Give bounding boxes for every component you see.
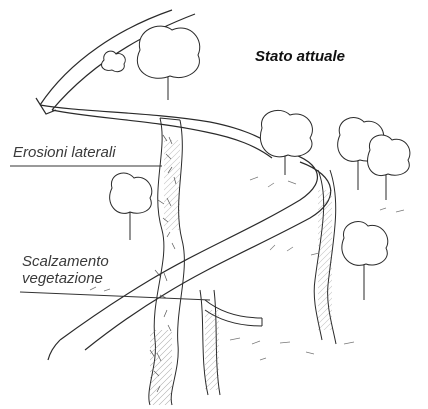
gully-hatching-upper xyxy=(164,140,180,230)
label-vegetation-undercutting: Scalzamento vegetazione xyxy=(22,253,109,288)
tree xyxy=(102,51,126,71)
tree xyxy=(137,26,199,100)
label-undercutting-line1: Scalzamento xyxy=(22,253,109,270)
right-gully-hatching xyxy=(318,190,332,330)
tree xyxy=(368,135,410,200)
side-channel-hatching xyxy=(205,310,219,390)
tree xyxy=(342,222,388,300)
illustration-title: Stato attuale xyxy=(255,48,345,65)
label-lateral-erosion: Erosioni laterali xyxy=(13,144,116,161)
tree xyxy=(110,173,152,240)
tree xyxy=(260,110,312,175)
trees xyxy=(102,26,410,300)
gully-hatching xyxy=(150,330,172,405)
label-undercutting-line2: vegetazione xyxy=(22,270,109,287)
